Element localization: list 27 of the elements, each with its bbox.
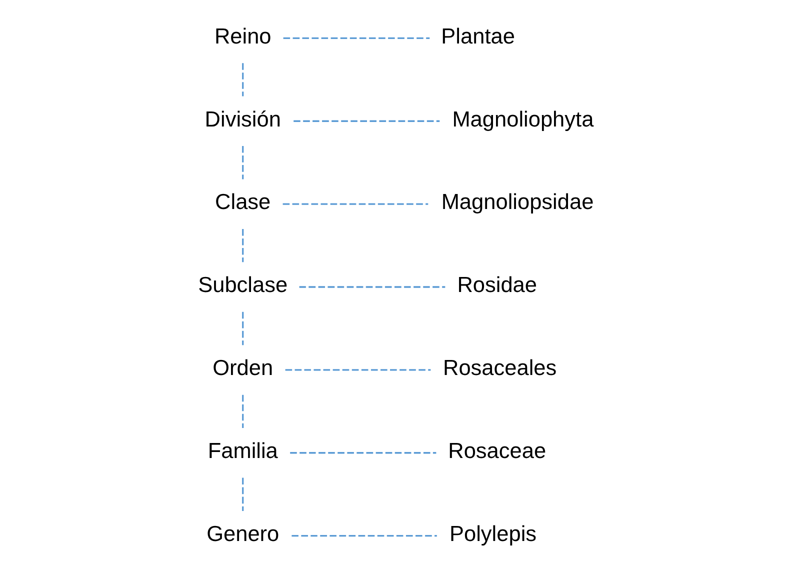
node-text: Polylepis — [450, 520, 537, 546]
connector — [290, 452, 436, 454]
node-text: Rosaceae — [448, 438, 546, 464]
connector — [283, 37, 430, 39]
connector — [242, 394, 244, 428]
connector — [282, 203, 428, 205]
connector — [242, 478, 244, 511]
connector — [285, 369, 431, 371]
node-text: Magnoliopsidae — [441, 189, 594, 214]
node-text: Plantae — [441, 23, 515, 48]
node-text: Orden — [212, 355, 274, 380]
connector — [242, 63, 244, 96]
node-text: Clase — [215, 189, 271, 214]
node-text: Reino — [214, 23, 272, 48]
node-text: Genero — [206, 520, 280, 546]
connector — [242, 146, 244, 180]
node-text: División — [204, 106, 281, 132]
connector — [242, 228, 244, 262]
connector — [242, 312, 244, 346]
node-text: Subclase — [198, 272, 288, 298]
node-text: Magnoliophyta — [452, 106, 594, 132]
node-text: Rosaceales — [443, 355, 557, 380]
node-text: Familia — [208, 438, 278, 464]
node-text: Rosidae — [457, 272, 538, 298]
connector — [294, 120, 440, 122]
connector — [292, 535, 437, 537]
connector — [299, 286, 446, 288]
